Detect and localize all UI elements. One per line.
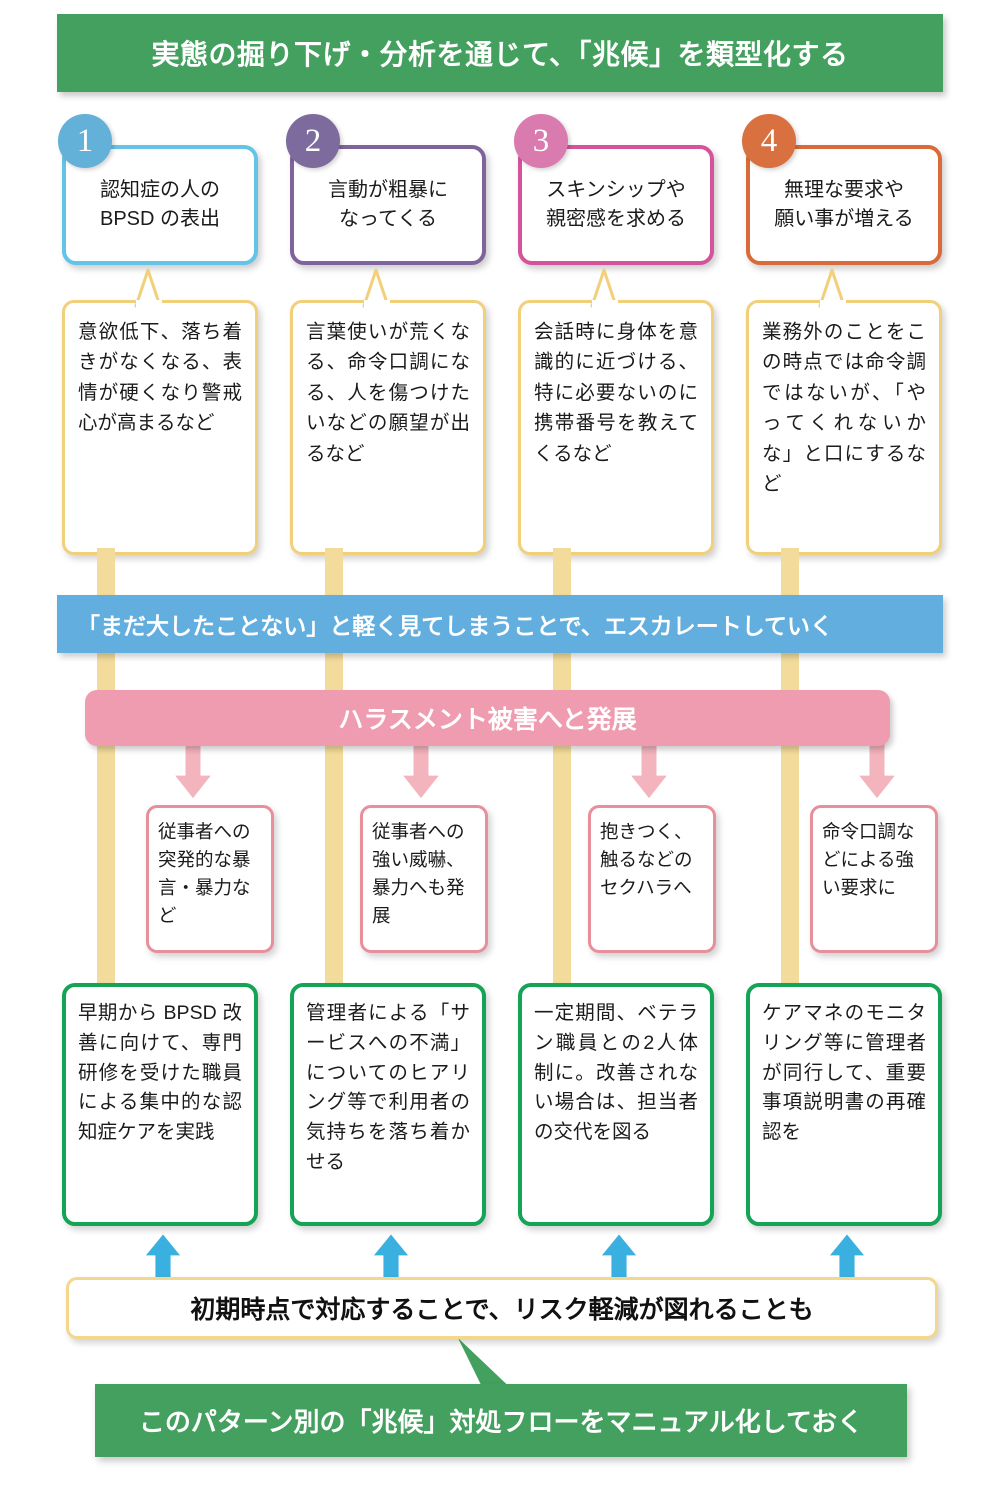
pink-down-arrow-4 bbox=[859, 742, 895, 799]
category-number-3: 3 bbox=[514, 114, 568, 168]
detail-text-2: 言葉使いが荒くなる、命令口調になる、人を傷つけたいなどの願望が出るなど bbox=[306, 321, 470, 465]
category-box-3[interactable]: スキンシップや親密感を求める bbox=[518, 145, 714, 265]
category-number-text-4: 4 bbox=[760, 122, 778, 159]
risk-banner: 初期時点で対応することで、リスク軽減が図れることも bbox=[66, 1277, 938, 1339]
harassment-banner-text: ハラスメント被害へと発展 bbox=[338, 706, 637, 734]
solution-box-2[interactable]: 管理者による「サービスへの不満」についてのヒアリング等で利用者の気持ちを落ち着か… bbox=[290, 983, 486, 1226]
harassment-outcome-text-4: 命令口調などによる強い要求に bbox=[822, 821, 915, 899]
category-label-3: スキンシップや親密感を求める bbox=[546, 179, 686, 230]
detail-text-3: 会話時に身体を意識的に近づける、特に必要ないのに携帯番号を教えてくるなど bbox=[534, 321, 698, 465]
category-number-text-1: 1 bbox=[76, 122, 94, 159]
blue-up-arrow-2 bbox=[373, 1234, 409, 1288]
pink-down-arrow-2 bbox=[403, 742, 439, 799]
yellow-connector-bar-3 bbox=[553, 548, 571, 988]
harassment-outcome-box-1[interactable]: 従事者への突発的な暴言・暴力など bbox=[146, 805, 274, 953]
category-number-text-3: 3 bbox=[532, 122, 550, 159]
harassment-outcome-text-3: 抱きつく、触るなどのセクハラへ bbox=[600, 821, 693, 899]
solution-text-3: 一定期間、ベテラン職員との2人体制に。改善されない場合は、担当者の交代を図る bbox=[534, 1002, 698, 1144]
manual-banner-text: このパターン別の「兆候」対処フローをマニュアル化しておく bbox=[138, 1407, 864, 1437]
bubble-tail-2 bbox=[362, 268, 390, 308]
solution-box-4[interactable]: ケアマネのモニタリング等に管理者が同行して、重要事項説明書の再確認を bbox=[746, 983, 942, 1226]
bubble-tail-1 bbox=[134, 268, 162, 308]
header-banner: 実態の掘り下げ・分析を通じて、「兆候」を類型化する bbox=[57, 14, 943, 92]
blue-up-arrow-4 bbox=[829, 1234, 865, 1288]
detail-box-1[interactable]: 意欲低下、落ち着きがなくなる、表情が硬くなり警戒心が高まるなど bbox=[62, 300, 258, 555]
harassment-outcome-box-2[interactable]: 従事者への強い威嚇、暴力へも発展 bbox=[360, 805, 488, 953]
blue-up-arrow-3 bbox=[601, 1234, 637, 1288]
detail-box-2[interactable]: 言葉使いが荒くなる、命令口調になる、人を傷つけたいなどの願望が出るなど bbox=[290, 300, 486, 555]
solution-text-2: 管理者による「サービスへの不満」についてのヒアリング等で利用者の気持ちを落ち着か… bbox=[306, 1002, 470, 1174]
pink-down-arrow-3 bbox=[631, 742, 667, 799]
detail-box-4[interactable]: 業務外のことをこの時点では命令調ではないが、「やってくれないかな」と口にするなど bbox=[746, 300, 942, 555]
harassment-outcome-text-2: 従事者への強い威嚇、暴力へも発展 bbox=[372, 821, 465, 927]
solution-text-1: 早期から BPSD 改善に向けて、専門研修を受けた職員による集中的な認知症ケアを… bbox=[78, 1002, 242, 1144]
harassment-outcome-box-4[interactable]: 命令口調などによる強い要求に bbox=[810, 805, 938, 953]
category-number-text-2: 2 bbox=[304, 122, 322, 159]
yellow-connector-bar-2 bbox=[325, 548, 343, 988]
detail-box-3[interactable]: 会話時に身体を意識的に近づける、特に必要ないのに携帯番号を教えてくるなど bbox=[518, 300, 714, 555]
yellow-connector-bar-1 bbox=[97, 548, 115, 988]
category-number-4: 4 bbox=[742, 114, 796, 168]
bubble-tail-4 bbox=[818, 268, 846, 308]
category-number-2: 2 bbox=[286, 114, 340, 168]
category-label-2: 言動が粗暴になってくる bbox=[328, 179, 448, 230]
detail-text-4: 業務外のことをこの時点では命令調ではないが、「やってくれないかな」と口にするなど bbox=[762, 321, 926, 496]
solution-box-1[interactable]: 早期から BPSD 改善に向けて、専門研修を受けた職員による集中的な認知症ケアを… bbox=[62, 983, 258, 1226]
category-label-4: 無理な要求や願い事が増える bbox=[774, 179, 914, 230]
escalate-banner: 「まだ大したことない」と軽く見てしまうことで、エスカレートしていく bbox=[57, 595, 943, 653]
harassment-outcome-text-1: 従事者への突発的な暴言・暴力など bbox=[158, 821, 251, 927]
pink-down-arrow-1 bbox=[175, 742, 211, 799]
category-number-1: 1 bbox=[58, 114, 112, 168]
page-title: 実態の掘り下げ・分析を通じて、「兆候」を類型化する bbox=[151, 39, 849, 70]
risk-banner-text: 初期時点で対応することで、リスク軽減が図れることも bbox=[190, 1296, 814, 1324]
detail-text-1: 意欲低下、落ち着きがなくなる、表情が硬くなり警戒心が高まるなど bbox=[78, 321, 242, 435]
solution-text-4: ケアマネのモニタリング等に管理者が同行して、重要事項説明書の再確認を bbox=[762, 1002, 926, 1144]
blue-up-arrow-1 bbox=[145, 1234, 181, 1288]
bubble-tail-3 bbox=[590, 268, 618, 308]
escalate-banner-text: 「まだ大したことない」と軽く見てしまうことで、エスカレートしていく bbox=[77, 613, 834, 639]
yellow-connector-bar-4 bbox=[781, 548, 799, 988]
harassment-outcome-box-3[interactable]: 抱きつく、触るなどのセクハラへ bbox=[588, 805, 716, 953]
manual-banner: このパターン別の「兆候」対処フローをマニュアル化しておく bbox=[95, 1384, 907, 1457]
harassment-banner: ハラスメント被害へと発展 bbox=[85, 690, 890, 746]
solution-box-3[interactable]: 一定期間、ベテラン職員との2人体制に。改善されない場合は、担当者の交代を図る bbox=[518, 983, 714, 1226]
category-box-4[interactable]: 無理な要求や願い事が増える bbox=[746, 145, 942, 265]
